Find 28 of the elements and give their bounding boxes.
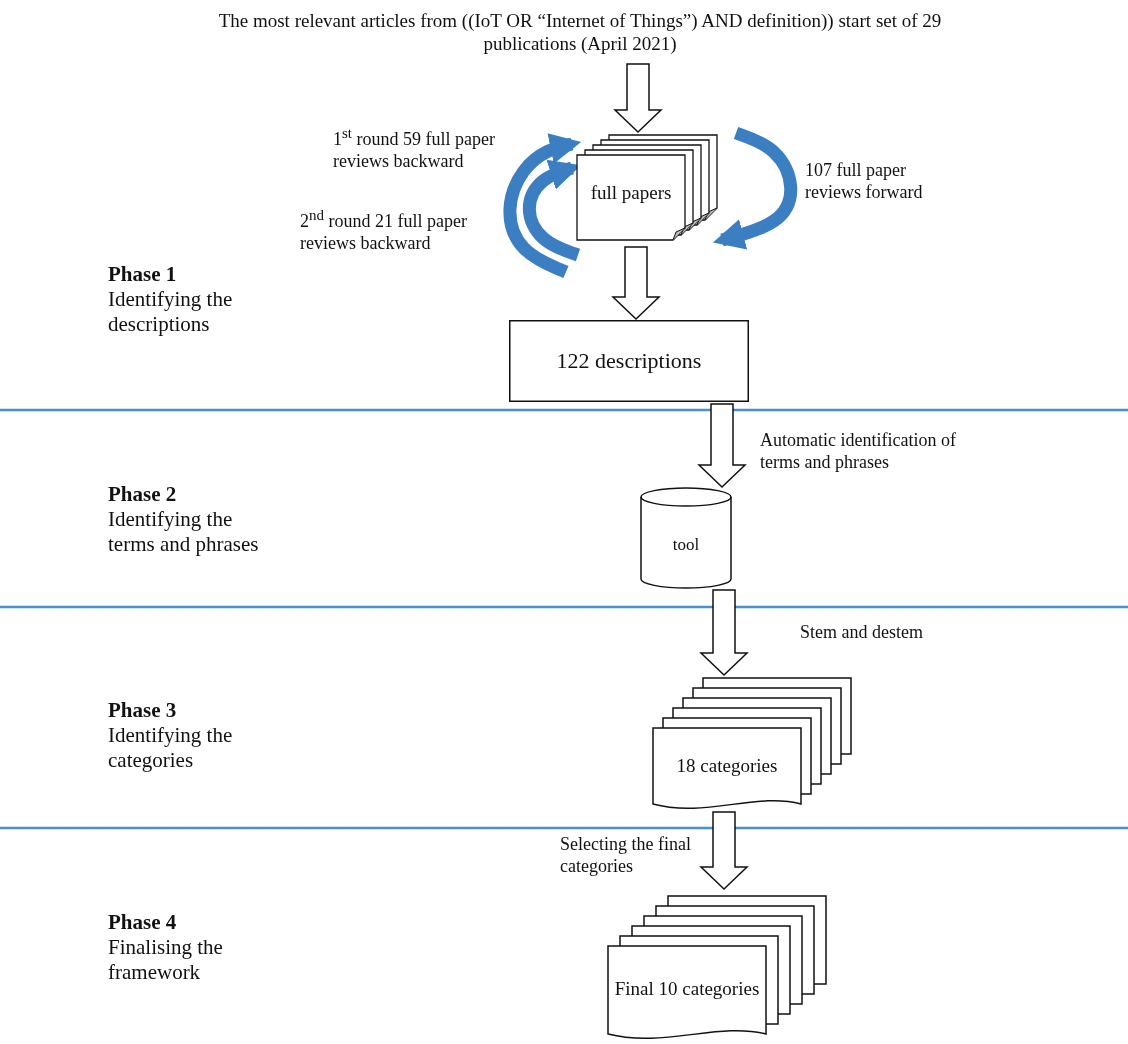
phase-heading: Phase 3 — [108, 698, 178, 724]
block-arrow — [699, 811, 749, 891]
block-arrow — [611, 246, 661, 321]
node-label: 122 descriptions — [556, 347, 702, 375]
edge-label: Automatic identification of terms and phrases — [760, 430, 957, 474]
block-arrow — [613, 63, 663, 134]
node-label: Final 10 categories — [614, 977, 760, 1001]
phase-description: Identifying the descriptions — [108, 287, 234, 338]
block-arrow — [699, 589, 749, 677]
phase-heading: Phase 1 — [108, 262, 178, 288]
curved-arrow — [522, 159, 581, 262]
phase-heading: Phase 4 — [108, 910, 178, 936]
edge-label: 1$^{st}$ round 59 full paper reviews backward — [333, 124, 496, 173]
node-label: tool — [672, 534, 700, 556]
phase-description: Identifying the terms and phrases — [108, 507, 260, 558]
edge-label: Selecting the final categories — [560, 834, 692, 878]
node-label: 18 categories — [676, 754, 778, 778]
phase-heading: Phase 2 — [108, 482, 178, 508]
edge-label: 107 full paper reviews forward — [805, 160, 924, 204]
phase-description: Identifying the categories — [108, 723, 234, 774]
curved-arrow — [712, 126, 798, 250]
node-label: full papers — [590, 181, 672, 205]
phase-description: Finalising the framework — [108, 935, 224, 986]
source-description: The most relevant articles from ((IoT OR “Internet of Things”) AND definition)) start set of 29 publications (April 2021) — [217, 10, 943, 56]
block-arrow — [697, 403, 747, 489]
curved-arrow — [503, 133, 582, 278]
edge-label: 2$^{nd}$ round 21 full paper reviews backward — [300, 206, 468, 255]
edge-label: Stem and destem — [800, 622, 924, 644]
